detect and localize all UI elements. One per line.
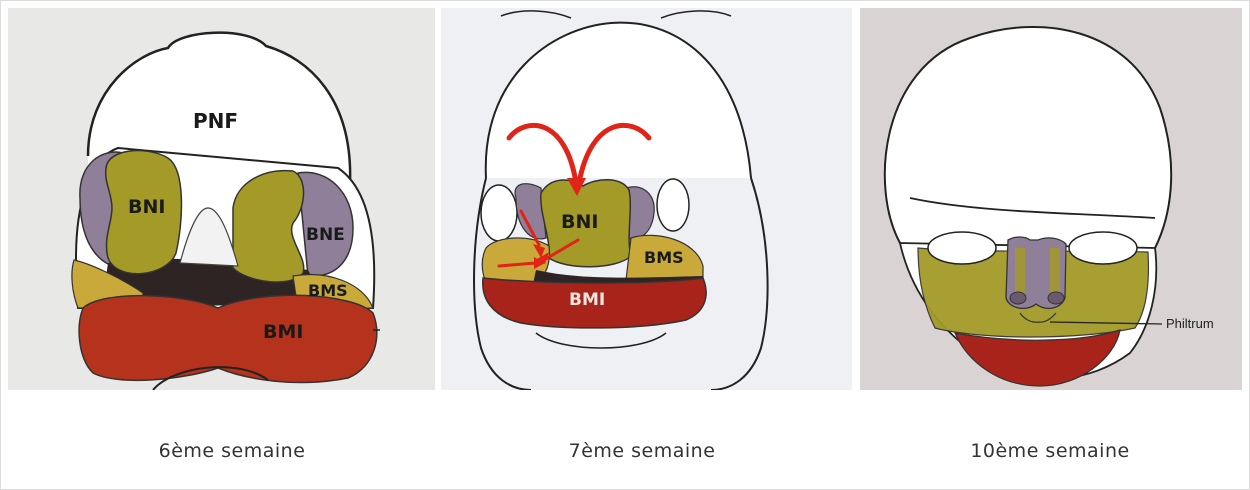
head-outline <box>885 27 1171 248</box>
label-philtrum: Philtrum <box>1166 316 1214 331</box>
bmi <box>79 295 377 382</box>
diagram-week-10: Philtrum <box>860 8 1242 390</box>
label-bms: BMS <box>644 248 684 267</box>
caption-week-7: 7ème semaine <box>569 440 716 462</box>
panel-week-7: BNI BMS BMI <box>441 8 852 390</box>
head-outline <box>486 23 751 178</box>
panel-week-6: PNF BNI BNE BMS BMI <box>8 8 435 390</box>
caption-week-6: 6ème semaine <box>159 440 306 462</box>
label-bni: BNI <box>128 196 165 218</box>
label-pnf: PNF <box>193 109 238 133</box>
label-bne: BNE <box>306 225 345 245</box>
caption-week-10: 10ème semaine <box>970 440 1129 462</box>
label-bms: BMS <box>308 281 348 300</box>
label-bni: BNI <box>561 211 598 233</box>
label-bmi: BMI <box>569 290 605 310</box>
diagram-week-7: BNI BMS BMI <box>441 8 852 390</box>
diagram-week-6: PNF BNI BNE BMS BMI <box>8 8 435 390</box>
panel-week-10: Philtrum <box>860 8 1242 390</box>
label-bmi: BMI <box>263 321 303 343</box>
